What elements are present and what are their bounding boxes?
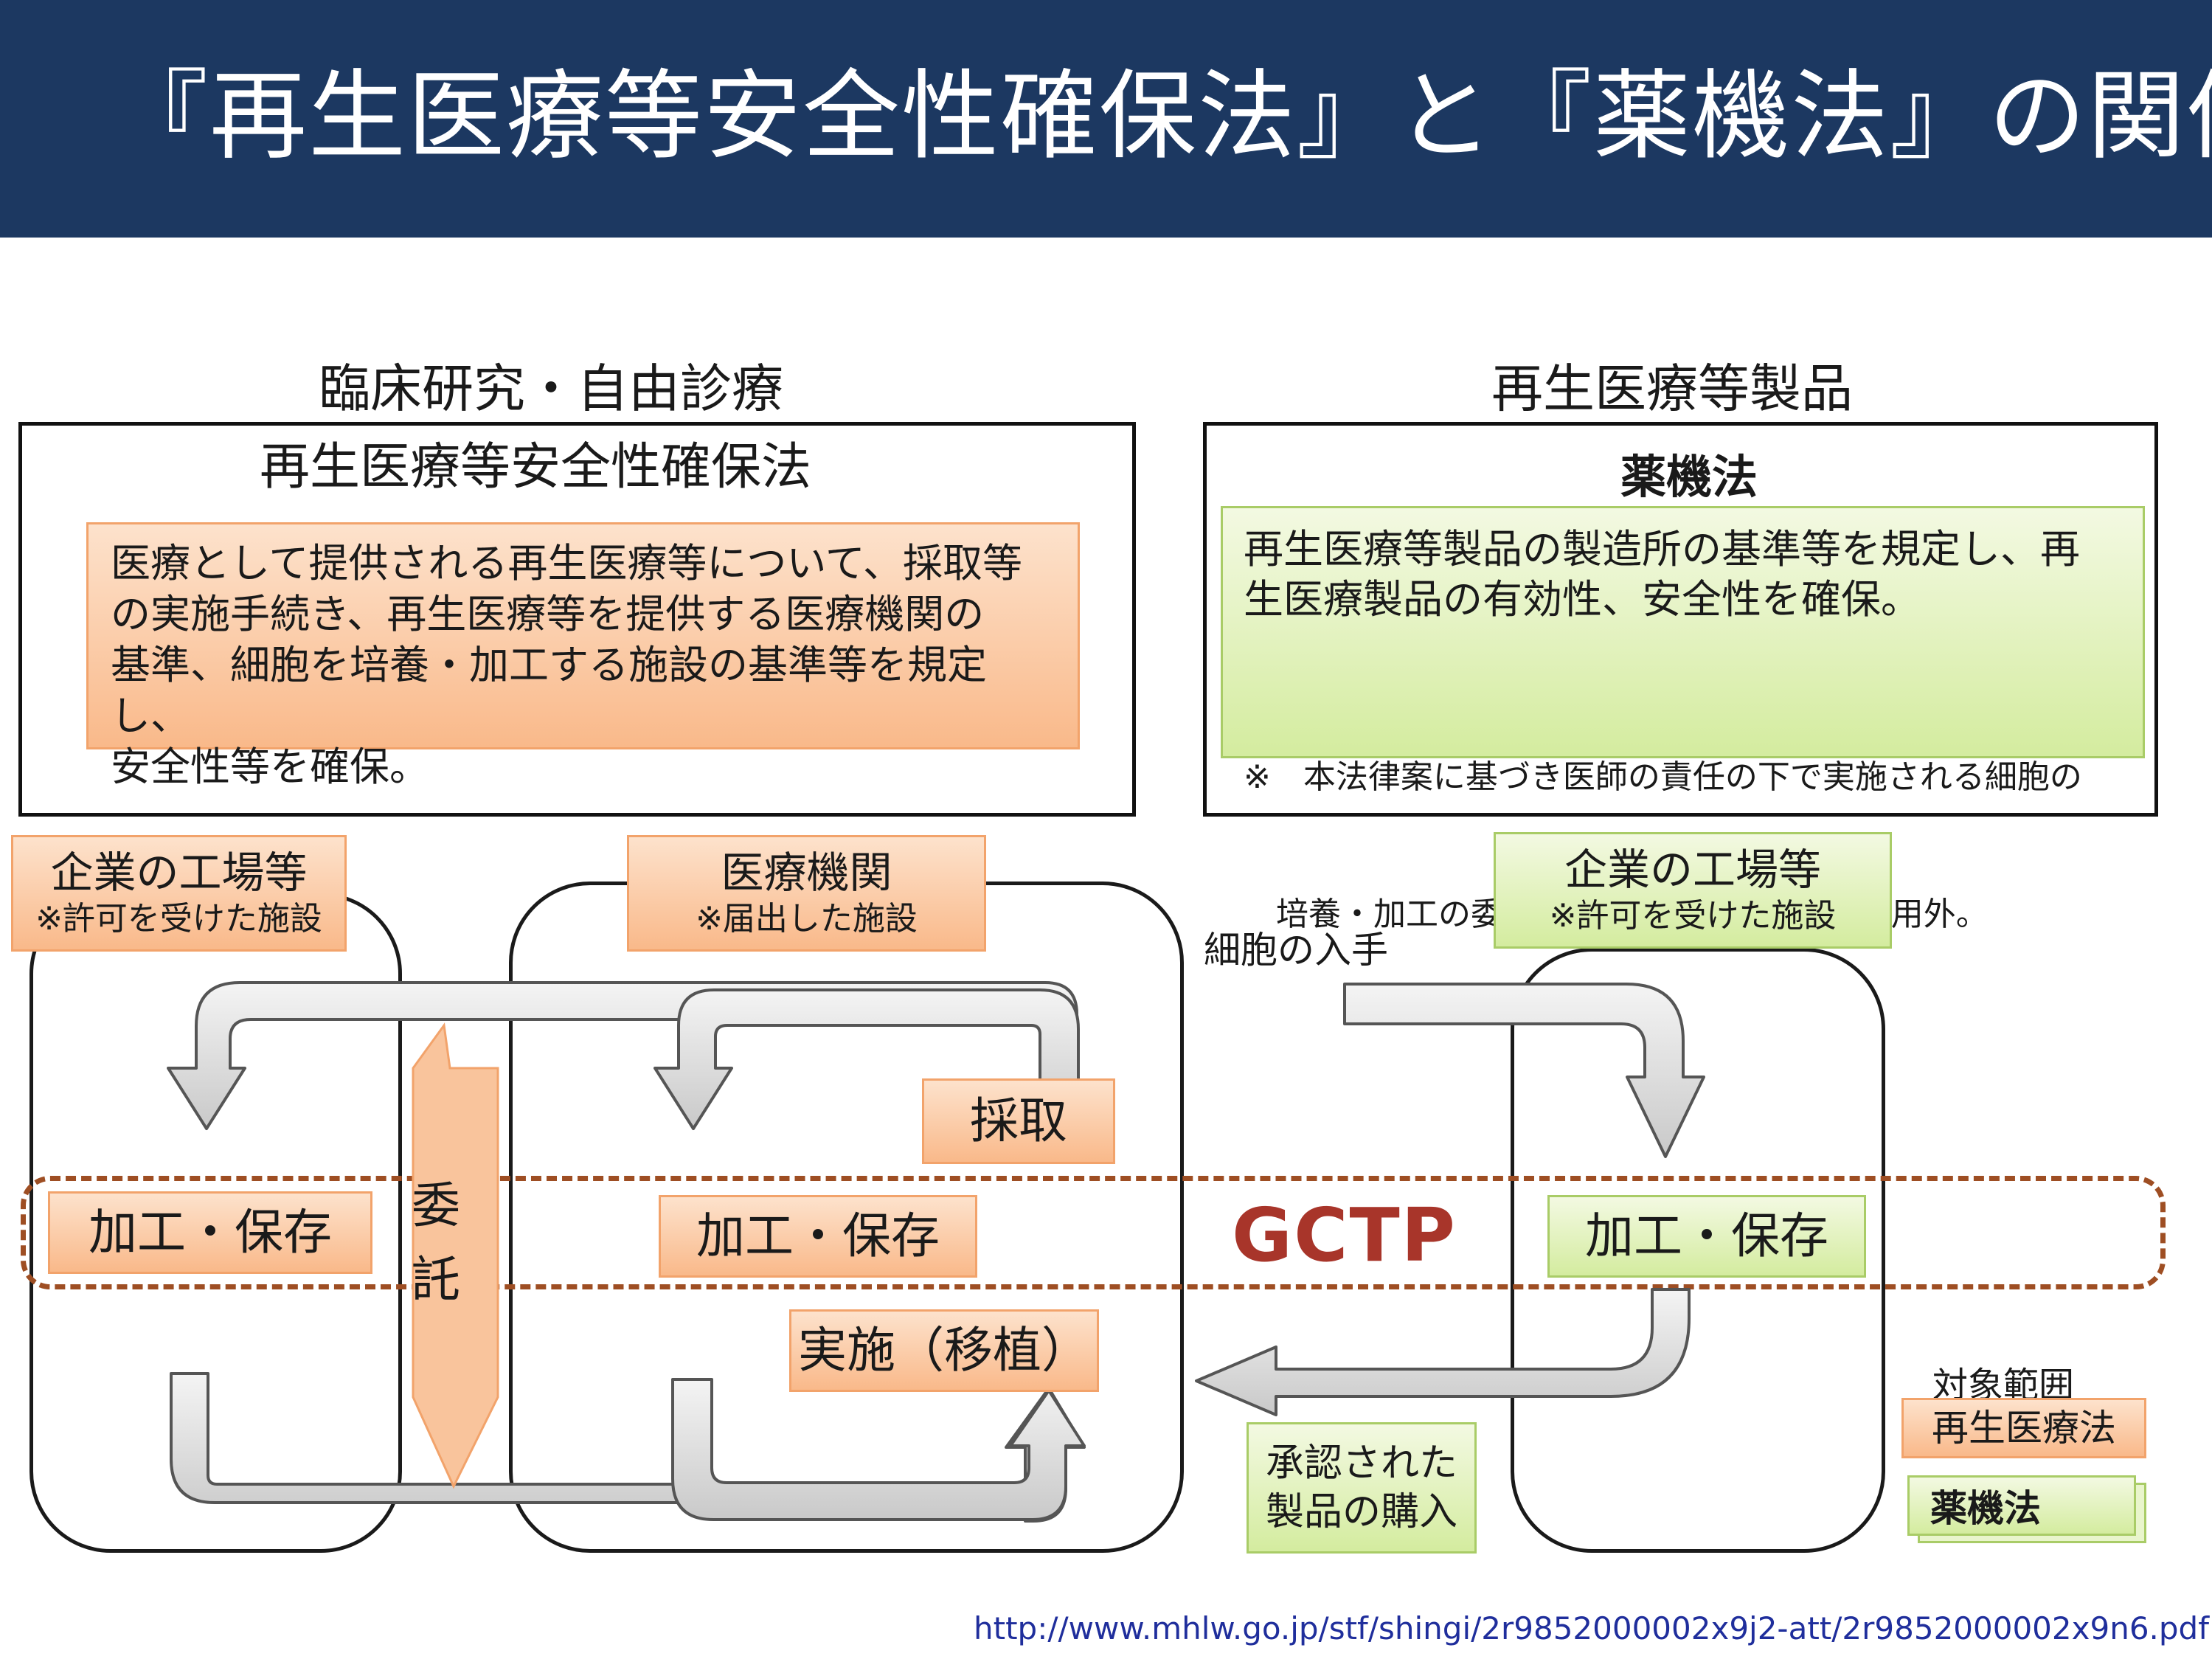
title-bar (0, 0, 2212, 238)
right-law-name: 薬機法 (1593, 441, 1785, 505)
arrow-cell-acquire (1343, 983, 1705, 1158)
gctp-label: GCTP (1232, 1192, 1457, 1278)
consign-char: 委 (412, 1177, 460, 1234)
left-desc-line: の実施手続き、再生医療等を提供する医療機関の (111, 591, 985, 637)
process-right-box: 加工・保存 (1547, 1195, 1866, 1278)
left-desc-line: 医療として提供される再生医療等について、採取等 (111, 540, 1023, 586)
purchase-line: 承認された (1265, 1441, 1457, 1486)
arrow-collect-to-process (653, 988, 1080, 1130)
gctp-band (21, 1176, 2166, 1289)
arrow-mid-return (671, 1378, 1086, 1521)
right-desc-line: 再生医療等製品の製造所の基準等を規定し、再 (1244, 526, 2080, 572)
process-left-box: 加工・保存 (48, 1191, 372, 1274)
legend-pmd-act: 薬機法 (1907, 1475, 2136, 1536)
medical-name: 医療機関 (721, 848, 892, 898)
right-heading: 再生医療等製品 (1491, 359, 1853, 419)
arrow-consign (412, 1022, 499, 1489)
right-law-description: 再生医療等製品の製造所の基準等を規定し、再 生医療製品の有効性、安全性を確保。 … (1221, 506, 2145, 933)
left-law-name: 再生医療等安全性確保法 (260, 438, 812, 496)
factory-left-sub: ※許可を受けた施設 (35, 900, 322, 938)
medical-label: 医療機関 ※届出した施設 (627, 835, 986, 952)
process-mid-box: 加工・保存 (659, 1195, 977, 1278)
medical-sub: ※届出した施設 (696, 900, 918, 938)
arrow-product-to-medical (1195, 1288, 1691, 1416)
factory-right-frame (1511, 948, 1885, 1553)
legend-regen-law: 再生医療法 (1901, 1398, 2146, 1458)
left-law-description: 医療として提供される再生医療等について、採取等 の実施手続き、再生医療等を提供す… (86, 522, 1080, 790)
factory-left-label: 企業の工場等 ※許可を受けた施設 (11, 835, 347, 952)
left-desc-line: 基準、細胞を培養・加工する施設の基準等を規定し、 (111, 642, 987, 739)
page-title: 『再生医療等安全性確保法』と『薬機法』の関係 (111, 60, 2212, 173)
purchase-box: 承認された 製品の購入 (1247, 1422, 1477, 1554)
source-url-link[interactable]: http://www.mhlw.go.jp/stf/shingi/2r98520… (974, 1610, 2209, 1646)
transplant-box: 実施（移植） (789, 1309, 1099, 1392)
right-desc-line: 生医療製品の有効性、安全性を確保。 (1244, 576, 1921, 623)
factory-right-name: 企業の工場等 (1564, 845, 1821, 895)
factory-left-name: 企業の工場等 (50, 848, 308, 898)
collect-box: 採取 (922, 1078, 1115, 1164)
consign-char: 託 (412, 1251, 460, 1308)
right-note-line: ※ 本法律案に基づき医師の責任の下で実施される細胞の (1244, 758, 2082, 796)
factory-right-label: 企業の工場等 ※許可を受けた施設 (1494, 832, 1892, 949)
left-heading: 臨床研究・自由診療 (319, 359, 783, 419)
purchase-line: 製品の購入 (1265, 1490, 1457, 1534)
cell-acquire-label: 細胞の入手 (1204, 929, 1388, 971)
factory-right-sub: ※許可を受けた施設 (1549, 897, 1837, 935)
left-desc-line: 安全性等を確保。 (111, 744, 429, 790)
consign-label: 委 託 (412, 1169, 460, 1317)
